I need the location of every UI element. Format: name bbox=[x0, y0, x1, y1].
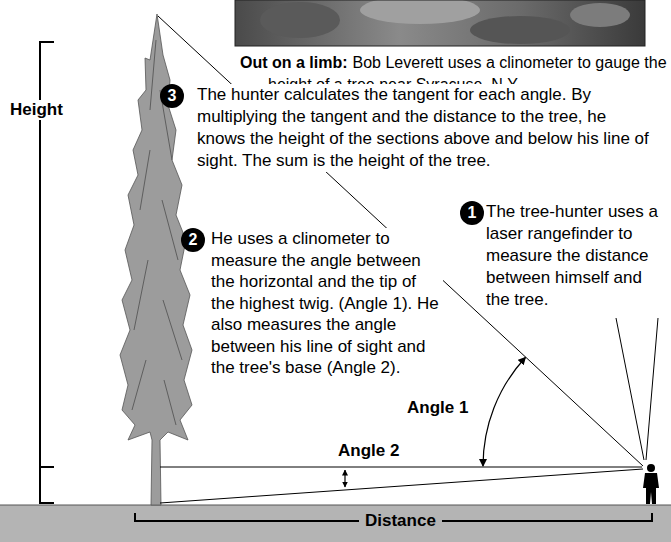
angle-label: Angle 1 bbox=[405, 398, 470, 418]
callout-number: 3 bbox=[160, 84, 184, 108]
ground-line bbox=[0, 505, 671, 506]
callout-number: 1 bbox=[460, 201, 484, 225]
leader-lines bbox=[616, 318, 658, 460]
angle-label: Angle 2 bbox=[336, 441, 401, 461]
callout: 2He uses a clinometer to measure the ang… bbox=[181, 228, 443, 379]
dimension-label: Height bbox=[8, 100, 65, 120]
callout-text: The hunter calculates the tangent for ea… bbox=[197, 84, 652, 172]
angle-arc bbox=[483, 358, 525, 467]
angle-arrow bbox=[344, 470, 345, 487]
callout-text: The tree-hunter uses a laser rangefinder… bbox=[486, 201, 664, 311]
ground bbox=[0, 505, 671, 542]
caption-lead: Out on a limb: bbox=[240, 54, 348, 71]
person-figure bbox=[643, 464, 659, 504]
callout-number: 2 bbox=[181, 228, 205, 252]
dimension-label: Distance bbox=[359, 511, 442, 531]
photo bbox=[235, 0, 645, 46]
callout-text: He uses a clinometer to measure the angl… bbox=[211, 228, 443, 379]
tree bbox=[120, 14, 192, 505]
callout: 3 The hunter calculates the tangent for e… bbox=[160, 84, 652, 172]
callout: 1The tree-hunter uses a laser rangefinde… bbox=[460, 201, 664, 311]
